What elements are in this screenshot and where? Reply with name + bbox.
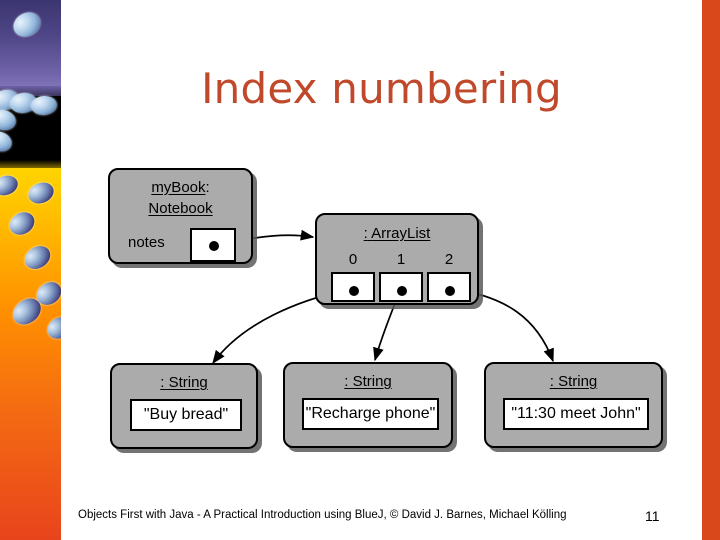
arraylist-slot-1-reference-dot (397, 286, 407, 296)
right-accent-stripe (702, 0, 720, 540)
arraylist-slot-1[interactable] (379, 272, 423, 302)
string-object-box-1[interactable]: : String "Recharge phone" (283, 362, 453, 448)
string-class-name-1: String (352, 373, 392, 390)
notebook-object-box[interactable]: myBook: Notebook notes (108, 168, 253, 264)
arraylist-separator: : (363, 225, 368, 242)
string-class-name-2: String (558, 373, 598, 390)
string-title-text-0: : String (160, 374, 208, 391)
arraylist-class-name: ArrayList (371, 225, 431, 242)
string-class-name-0: String (168, 374, 208, 391)
notebook-object-title: myBook: (110, 179, 251, 196)
notes-field-label: notes (128, 234, 165, 251)
notebook-class-name-row: Notebook (110, 200, 251, 217)
string-separator-2: : (549, 373, 554, 390)
footer-attribution: Objects First with Java - A Practical In… (78, 509, 567, 521)
arraylist-title-text: : ArrayList (364, 225, 431, 242)
arraylist-object-box[interactable]: : ArrayList 0 1 2 (315, 213, 479, 305)
notebook-class-name: Notebook (148, 200, 213, 217)
arraylist-slot-2-reference-dot (445, 286, 455, 296)
string-separator-1: : (344, 373, 349, 390)
string-object-title-1: : String (285, 373, 451, 390)
notes-value-box[interactable] (190, 228, 236, 262)
string-separator-0: : (160, 374, 165, 391)
arraylist-index-0: 0 (348, 251, 358, 268)
string-title-text-1: : String (344, 373, 392, 390)
arraylist-slot-2[interactable] (427, 272, 471, 302)
arraylist-index-1: 1 (396, 251, 406, 268)
decorative-side-band (0, 0, 61, 540)
string-value-box-0[interactable]: "Buy bread" (130, 399, 242, 431)
notebook-instance-name: myBook (151, 179, 206, 196)
page-number: 11 (645, 508, 660, 524)
notes-reference-dot (209, 241, 219, 251)
string-object-title-0: : String (112, 374, 256, 391)
string-title-text-2: : String (550, 373, 598, 390)
arraylist-slot-0-reference-dot (349, 286, 359, 296)
arraylist-object-title: : ArrayList (317, 225, 477, 242)
slide-title: Index numbering (201, 64, 562, 113)
string-object-box-0[interactable]: : String "Buy bread" (110, 363, 258, 449)
string-object-title-2: : String (486, 373, 661, 390)
string-value-box-2[interactable]: "11:30 meet John" (503, 398, 649, 430)
arraylist-index-2: 2 (444, 251, 454, 268)
notebook-separator: : (205, 179, 210, 196)
string-value-box-1[interactable]: "Recharge phone" (302, 398, 439, 430)
string-object-box-2[interactable]: : String "11:30 meet John" (484, 362, 663, 448)
arraylist-slot-0[interactable] (331, 272, 375, 302)
